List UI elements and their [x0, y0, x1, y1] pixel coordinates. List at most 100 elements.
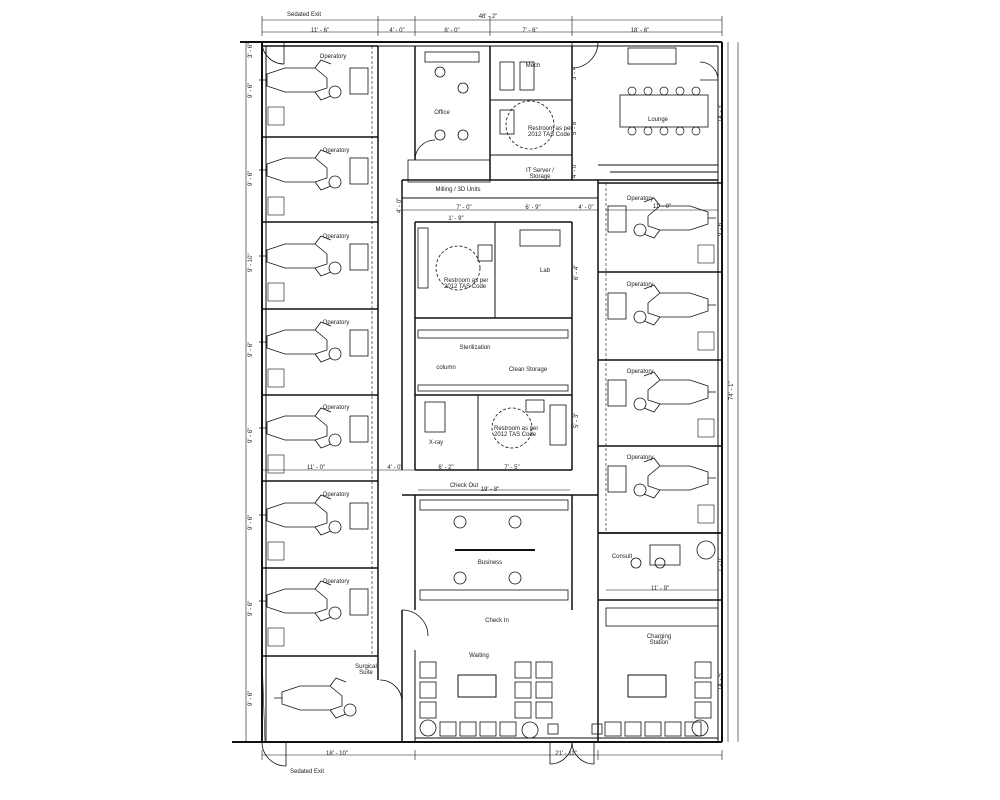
charging-counter: [605, 607, 719, 627]
consult-chair-2: [654, 557, 666, 569]
operatory-label-2: Operatory: [322, 148, 350, 154]
waiting-chair-c2-2: [535, 701, 553, 719]
dim-left-top: 3' - 6": [248, 42, 254, 58]
door-checkin: [401, 609, 429, 637]
cabinet-left-5: [349, 502, 369, 530]
restroom-ne-turning: [505, 100, 555, 150]
lounge-chair-top-2: [659, 86, 669, 96]
cabinet-left-3: [349, 329, 369, 357]
lab-label: Lab: [539, 268, 551, 274]
lounge-chair-bottom-3: [675, 126, 685, 136]
cabinet-left-1: [349, 157, 369, 185]
stool-left-0: [267, 106, 285, 126]
cabinet-right-1: [607, 292, 627, 320]
waiting-round-2: [521, 721, 539, 739]
waiting-table-right: [627, 674, 667, 698]
charging-station-label: Charging Station: [646, 634, 672, 646]
milling-counter: [417, 227, 429, 289]
dim-center-7: 7' - 0": [456, 205, 472, 211]
waiting-chair-c2-0: [535, 661, 553, 679]
dim-right-op: 9' - 6": [718, 220, 724, 236]
dim-left-op1: 9' - 6": [248, 82, 254, 98]
operatory-label-1: Operatory: [319, 54, 347, 60]
waiting-chair-left-2: [419, 701, 437, 719]
restroom-center-turning: [435, 245, 481, 291]
lounge-counter: [627, 47, 677, 65]
operatory-label-3: Operatory: [322, 234, 350, 240]
dim-bottom-18: 18' - 10": [326, 751, 348, 757]
dim-center-4: 4' - 0": [578, 205, 594, 211]
operatory-label-r2: Operatory: [626, 282, 654, 288]
check-in-label: Check In: [485, 618, 509, 624]
lab-counter: [519, 229, 561, 247]
door-entry-1: [549, 741, 573, 765]
door-lounge: [699, 61, 719, 81]
office-chair-2: [457, 82, 469, 94]
dim-left-11: 11' - 0": [306, 465, 326, 471]
operatory-label-6: Operatory: [322, 492, 350, 498]
restroom-ne-label: Restroom as per 2012 TAS Code: [528, 126, 573, 138]
waiting-chair-right-2: [694, 701, 712, 719]
xray-label: X-ray: [428, 440, 444, 446]
restroom-south-cabinet: [549, 404, 567, 446]
stool-left-6: [267, 627, 285, 647]
dim-restroom-7: 7' - 5": [504, 465, 520, 471]
dental-chair-left-2: [259, 235, 342, 277]
waiting-chair-br-0: [604, 721, 622, 737]
dim-center-6: 6' - 9": [525, 205, 541, 211]
consult-round-table: [696, 540, 716, 560]
door-office: [414, 139, 436, 161]
toilet-ne: [499, 109, 515, 135]
operatory-label-r4: Operatory: [626, 455, 654, 461]
cabinet-left-2: [349, 243, 369, 271]
restroom-center-label: Restroom as per 2012 TAS Code: [444, 278, 489, 290]
dim-left-op3: 9' - 10": [248, 253, 254, 272]
office-chair-1: [434, 66, 446, 78]
cabinet-right-0: [607, 205, 627, 233]
dim-consult-v: 7' - 0": [718, 556, 724, 572]
dental-chair-left-5: [259, 494, 342, 536]
milling-label: Milling / 3D Units: [435, 187, 481, 193]
dental-chair-left-6: [259, 580, 342, 622]
waiting-chair-bottom-0: [439, 721, 457, 737]
waiting-chair-br-1: [624, 721, 642, 737]
dim-left-4: 4' - 0": [387, 465, 403, 471]
dim-it-4: 4' - 0": [572, 162, 578, 178]
it-server-label: IT Server / Storage: [526, 168, 554, 180]
dim-right-overall: 74' - 1": [729, 381, 735, 400]
mech-unit-1: [499, 61, 515, 91]
door-top-right: [571, 41, 599, 69]
office-counter: [424, 51, 480, 63]
waiting-chair-bottom-1: [459, 721, 477, 737]
dim-mech-5: 5' - 8": [572, 119, 578, 135]
waiting-chair-right-0: [694, 661, 712, 679]
dim-top-18: 18' - 6": [630, 28, 650, 34]
dim-left-op5: 9' - 6": [248, 427, 254, 443]
waiting-chair-br-2: [644, 721, 662, 737]
cabinet-left-0: [349, 67, 369, 95]
stool-left-4: [267, 454, 285, 474]
dim-mech-3: 3' - 4": [572, 64, 578, 80]
waiting-chair-c1-0: [514, 661, 532, 679]
dim-left-surg: 9' - 6": [248, 690, 254, 706]
dental-chair-right-3: [633, 457, 716, 499]
waiting-chair-c1-1: [514, 681, 532, 699]
dim-left-op2: 9' - 6": [248, 170, 254, 186]
lounge-chair-top-4: [691, 86, 701, 96]
waiting-chair-br-3: [664, 721, 682, 737]
dim-right-11: 11' - 0": [652, 204, 672, 210]
dim-overall-top: 48' - 2": [478, 14, 498, 20]
waiting-side-2: [591, 723, 603, 735]
operatory-label-7: Operatory: [322, 579, 350, 585]
dim-center-1: 1' - 9": [448, 216, 464, 222]
waiting-chair-left-1: [419, 681, 437, 699]
stool-left-3: [267, 368, 285, 388]
stool-left-1: [267, 196, 285, 216]
stool-left-2: [267, 282, 285, 302]
lounge-label: Lounge: [647, 117, 669, 123]
cabinet-right-3: [607, 465, 627, 493]
dim-consult-11: 11' - 9": [650, 586, 670, 592]
dental-chair-left-1: [259, 149, 342, 191]
sedated-exit-top-label: Sedated Exit: [287, 12, 322, 18]
door-entry-2: [571, 741, 595, 765]
